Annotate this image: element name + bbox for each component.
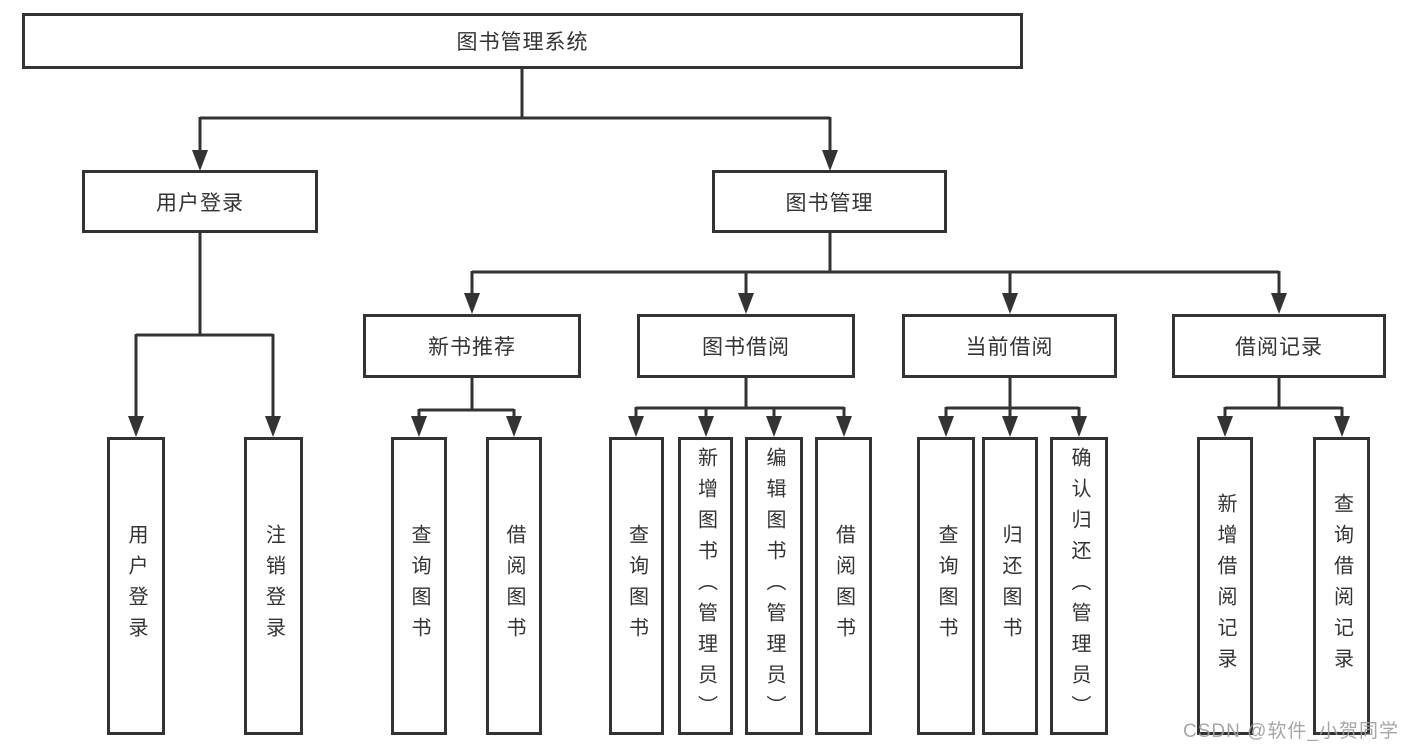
node-borrowing-records: 借阅记录 bbox=[1172, 314, 1386, 378]
node-label: 注销登录 bbox=[262, 524, 285, 648]
node-new-book-recommendation: 新书推荐 bbox=[363, 314, 581, 378]
leaf-borrow-books: 借阅图书 bbox=[815, 437, 872, 735]
node-book-management: 图书管理 bbox=[712, 170, 947, 233]
node-label: 归还图书 bbox=[999, 524, 1021, 648]
csdn-watermark: CSDN @软件_小贺同学 bbox=[1183, 721, 1399, 742]
node-label: 用户登录 bbox=[156, 191, 244, 215]
node-label: 查询图书 bbox=[935, 524, 957, 648]
node-label: 当前借阅 bbox=[965, 336, 1054, 359]
node-label: 图书借阅 bbox=[702, 336, 790, 359]
node-user-login: 用户登录 bbox=[82, 170, 318, 233]
node-label: 图书管理系统 bbox=[456, 31, 589, 54]
leaf-query-books-recommend: 查询图书 bbox=[391, 437, 447, 735]
node-label: 查询图书 bbox=[408, 524, 430, 648]
node-label: 查询图书 bbox=[625, 524, 648, 648]
leaf-borrow-books-recommend: 借阅图书 bbox=[486, 437, 542, 735]
node-current-borrowing: 当前借阅 bbox=[902, 314, 1117, 378]
node-label: 新增图书（管理员） bbox=[694, 446, 717, 726]
leaf-return-books: 归还图书 bbox=[982, 437, 1038, 735]
node-label: 新增借阅记录 bbox=[1214, 493, 1236, 679]
node-label: 图书管理 bbox=[785, 191, 874, 215]
connector-new-book-to-leaves bbox=[411, 378, 522, 437]
node-label: 确认归还（管理员） bbox=[1068, 446, 1090, 726]
node-root-library-system: 图书管理系统 bbox=[22, 13, 1023, 69]
node-book-borrowing: 图书借阅 bbox=[637, 314, 855, 378]
node-label: 借阅记录 bbox=[1235, 336, 1323, 359]
leaf-confirm-return-admin: 确认归还（管理员） bbox=[1050, 437, 1108, 735]
node-label: 借阅图书 bbox=[503, 524, 525, 648]
leaf-user-login: 用户登录 bbox=[107, 437, 165, 735]
node-label: 用户登录 bbox=[125, 524, 147, 648]
leaf-logout: 注销登录 bbox=[244, 437, 303, 735]
node-label: 编辑图书（管理员） bbox=[763, 446, 785, 726]
leaf-add-borrow-record: 新增借阅记录 bbox=[1197, 437, 1253, 735]
node-label: 查询借阅记录 bbox=[1330, 493, 1353, 679]
node-label: 新书推荐 bbox=[428, 336, 516, 359]
connector-book-borrow-to-leaves bbox=[628, 378, 852, 437]
connector-current-borrow-to-leaves bbox=[938, 378, 1087, 437]
connector-user-login-to-leaves bbox=[128, 233, 281, 437]
leaf-add-books-admin: 新增图书（管理员） bbox=[678, 437, 733, 735]
connector-book-management-to-level3 bbox=[464, 233, 1287, 314]
leaf-query-books-borrow: 查询图书 bbox=[609, 437, 664, 735]
leaf-query-borrow-record: 查询借阅记录 bbox=[1313, 437, 1370, 735]
leaf-edit-books-admin: 编辑图书（管理员） bbox=[745, 437, 803, 735]
connector-root-to-level2 bbox=[192, 69, 838, 171]
node-label: 借阅图书 bbox=[832, 524, 855, 648]
leaf-query-books-current: 查询图书 bbox=[917, 437, 975, 735]
connector-borrow-records-to-leaves bbox=[1217, 378, 1350, 437]
